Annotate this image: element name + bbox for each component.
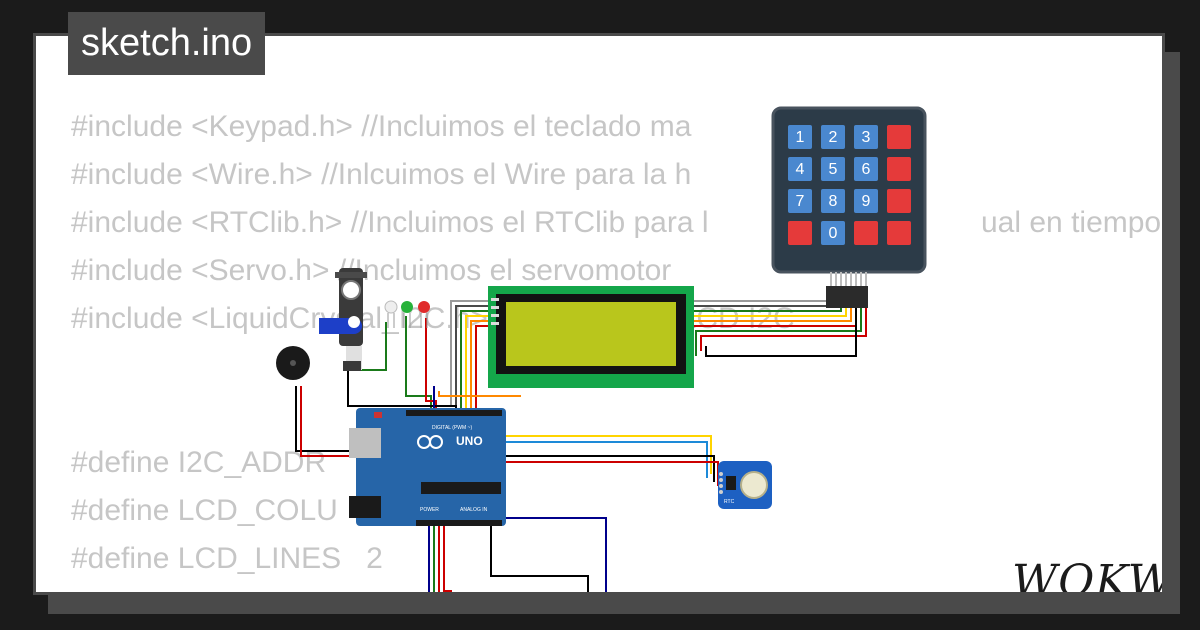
led-white: [384, 300, 398, 328]
file-tab[interactable]: sketch.ino: [68, 12, 266, 75]
keypad-key-red[interactable]: [788, 221, 812, 245]
keypad-key-7[interactable]: [788, 189, 812, 213]
arduino-uno-label: UNO: [456, 434, 483, 448]
keypad-key-red[interactable]: [854, 221, 878, 245]
lcd-display: [488, 286, 694, 388]
keypad-key-label: 7: [796, 193, 805, 210]
keypad-key-red[interactable]: [887, 157, 911, 181]
code-line: #include <RTClib.h> //Incluimos el RTCli…: [71, 206, 709, 239]
keypad-key-label: 1: [796, 129, 805, 146]
keypad-key-label: 3: [862, 129, 871, 146]
keypad-key-red[interactable]: [887, 189, 911, 213]
keypad-key-5[interactable]: [821, 157, 845, 181]
rtc-label: RTC: [724, 499, 735, 505]
circuit-diagram: 1 2 3 4 5 6 7 8 9 0: [276, 106, 927, 592]
wokwi-logo: WOKWi: [1012, 556, 1162, 595]
keypad-key-label: 8: [829, 193, 838, 210]
keypad-key-label: 2: [829, 129, 838, 146]
buzzer: [276, 346, 310, 380]
arduino-digital-label: DIGITAL (PWM ~): [432, 425, 472, 431]
keypad-key-3[interactable]: [854, 125, 878, 149]
keypad-key-2[interactable]: [821, 125, 845, 149]
led-green: [401, 301, 413, 328]
arduino-power-label: POWER: [420, 507, 439, 513]
keypad-key-label: 5: [829, 161, 838, 178]
keypad-key-label: 4: [796, 161, 805, 178]
keypad-4x4[interactable]: 1 2 3 4 5 6 7 8 9 0: [771, 106, 927, 308]
code-line: #define LCD_LINES 2: [71, 542, 383, 575]
file-tab-title: sketch.ino: [81, 22, 253, 64]
keypad-key-red[interactable]: [887, 221, 911, 245]
keypad-key-6[interactable]: [854, 157, 878, 181]
led-red: [418, 301, 430, 328]
logo-text: WOKWi: [1012, 556, 1162, 595]
keypad-key-9[interactable]: [854, 189, 878, 213]
code-line: #include <Keypad.h> //Incluimos el tecla…: [71, 110, 692, 143]
keypad-key-label: 0: [829, 225, 838, 242]
servo-motor: [319, 268, 367, 371]
keypad-connector: [826, 286, 868, 308]
code-line: #define LCD_COLU: [71, 494, 338, 527]
arduino-uno: DIGITAL (PWM ~) UNO POWER ANALOG IN: [349, 408, 506, 526]
keypad-key-label: 6: [862, 161, 871, 178]
code-line-fragment: ual en tiempo: [981, 206, 1162, 239]
keypad-key-0[interactable]: [821, 221, 845, 245]
arduino-analog-label: ANALOG IN: [460, 507, 488, 513]
keypad-key-red[interactable]: [887, 125, 911, 149]
keypad-key-8[interactable]: [821, 189, 845, 213]
preview-card: #include <Keypad.h> //Incluimos el tecla…: [33, 33, 1165, 595]
rtc-module: RTC: [718, 461, 772, 509]
keypad-key-1[interactable]: [788, 125, 812, 149]
code-line: #include <Wire.h> //Inlcuimos el Wire pa…: [71, 158, 692, 191]
keypad-key-label: 9: [862, 193, 871, 210]
keypad-key-4[interactable]: [788, 157, 812, 181]
